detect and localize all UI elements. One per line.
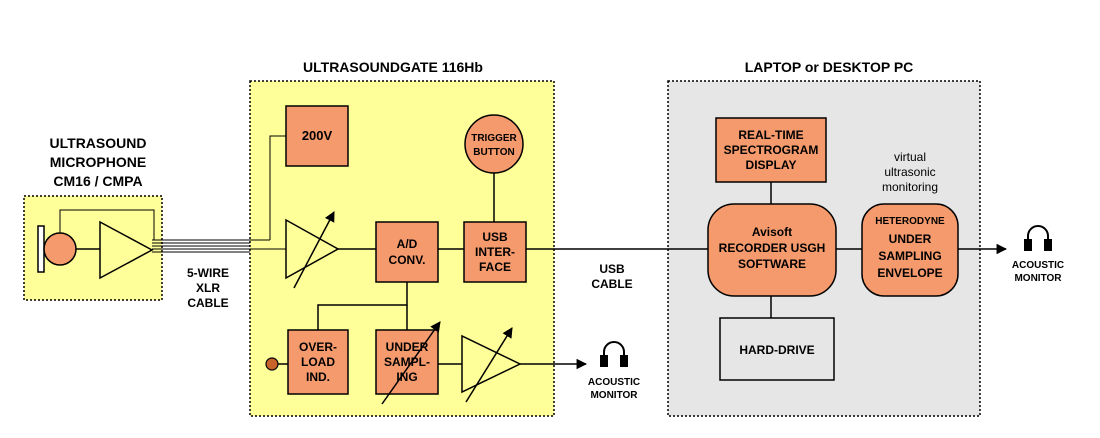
mic-wire-loop [59,209,155,240]
gain-amplifier-triangle [285,218,340,280]
usb-cable-label-1: USB [599,262,625,276]
software-label-1: Avisoft [752,225,792,239]
gate-title: ULTRASOUNDGATE 116Hb [303,59,483,75]
software-block [707,203,837,297]
overload-label-3: IND. [306,370,330,384]
monitor-right-label-2: MONITOR [1014,273,1062,284]
heterodyne-label-1: HETERODYNE [875,216,945,227]
gain-arrow [293,211,335,289]
heterodyne-label-2: UNDER [889,232,932,246]
spectrogram-label-3: DISPLAY [746,158,797,172]
overload-led [265,357,279,371]
usb-interface-label-2: INTER- [475,245,515,259]
trigger-button [464,114,524,174]
undersampling-arrow [381,321,441,405]
output-amplifier-triangle [461,334,522,394]
adc-label-2: CONV. [389,253,426,267]
adc-block [375,221,439,283]
hv-wire [269,135,286,240]
monitor-label-1: ACOUSTIC [588,377,640,388]
software-label-3: SOFTWARE [738,257,806,271]
usb-interface-label-3: FACE [479,260,511,274]
xlr-cable-label-2: XLR [196,281,220,295]
harddrive-label: HARD-DRIVE [739,343,814,357]
output-gain-arrow [465,327,513,403]
usb-cable-label-2: CABLE [591,277,632,291]
mic-preamp-triangle [99,220,154,280]
usb-interface-label-1: USB [482,230,508,244]
headphones-icon-right [1024,225,1052,251]
undersampling-label-3: ING [396,370,417,384]
microphone-title-3: CM16 / CMPA [53,173,142,189]
harddrive-block [719,317,835,381]
xlr-cable-label-3: CABLE [187,296,228,310]
microphone-title-2: MICROPHONE [50,154,146,170]
monitor-right-label-1: ACOUSTIC [1012,260,1064,271]
xlr-cable-label-1: 5-WIRE [187,266,229,280]
overload-label-2: LOAD [301,355,335,369]
microphone-capsule-plate [37,225,45,273]
monitor-label-2: MONITOR [590,390,638,401]
pc-title: LAPTOP or DESKTOP PC [745,59,914,75]
spectrogram-label-2: SPECTROGRAM [724,143,819,157]
microphone-title-1: ULTRASOUND [50,135,147,151]
headphones-icon [600,341,628,367]
heterodyne-block [861,203,959,297]
heterodyne-label-3: SAMPLING [878,249,941,263]
trigger-label-2: BUTTON [473,147,514,158]
trigger-label-1: TRIGGER [471,133,517,144]
adc-branch-wire [317,282,408,330]
microphone-capsule [43,232,77,266]
spectrogram-label-1: REAL-TIME [738,128,803,142]
virtual-label-1: virtual [894,150,926,164]
heterodyne-label-4: ENVELOPE [877,266,942,280]
hv-supply-label: 200V [302,128,333,143]
software-label-2: RECORDER USGH [719,241,826,255]
undersampling-label-2: SAMPL- [384,355,430,369]
adc-label-1: A/D [397,237,418,251]
undersampling-label-1: UNDER [386,340,429,354]
usb-interface-block [463,221,527,283]
spectrogram-block [715,117,827,183]
overload-label-1: OVER- [299,340,337,354]
virtual-label-2: ultrasonic [884,165,935,179]
virtual-label-3: monitoring [882,180,938,194]
overload-block [287,329,349,395]
